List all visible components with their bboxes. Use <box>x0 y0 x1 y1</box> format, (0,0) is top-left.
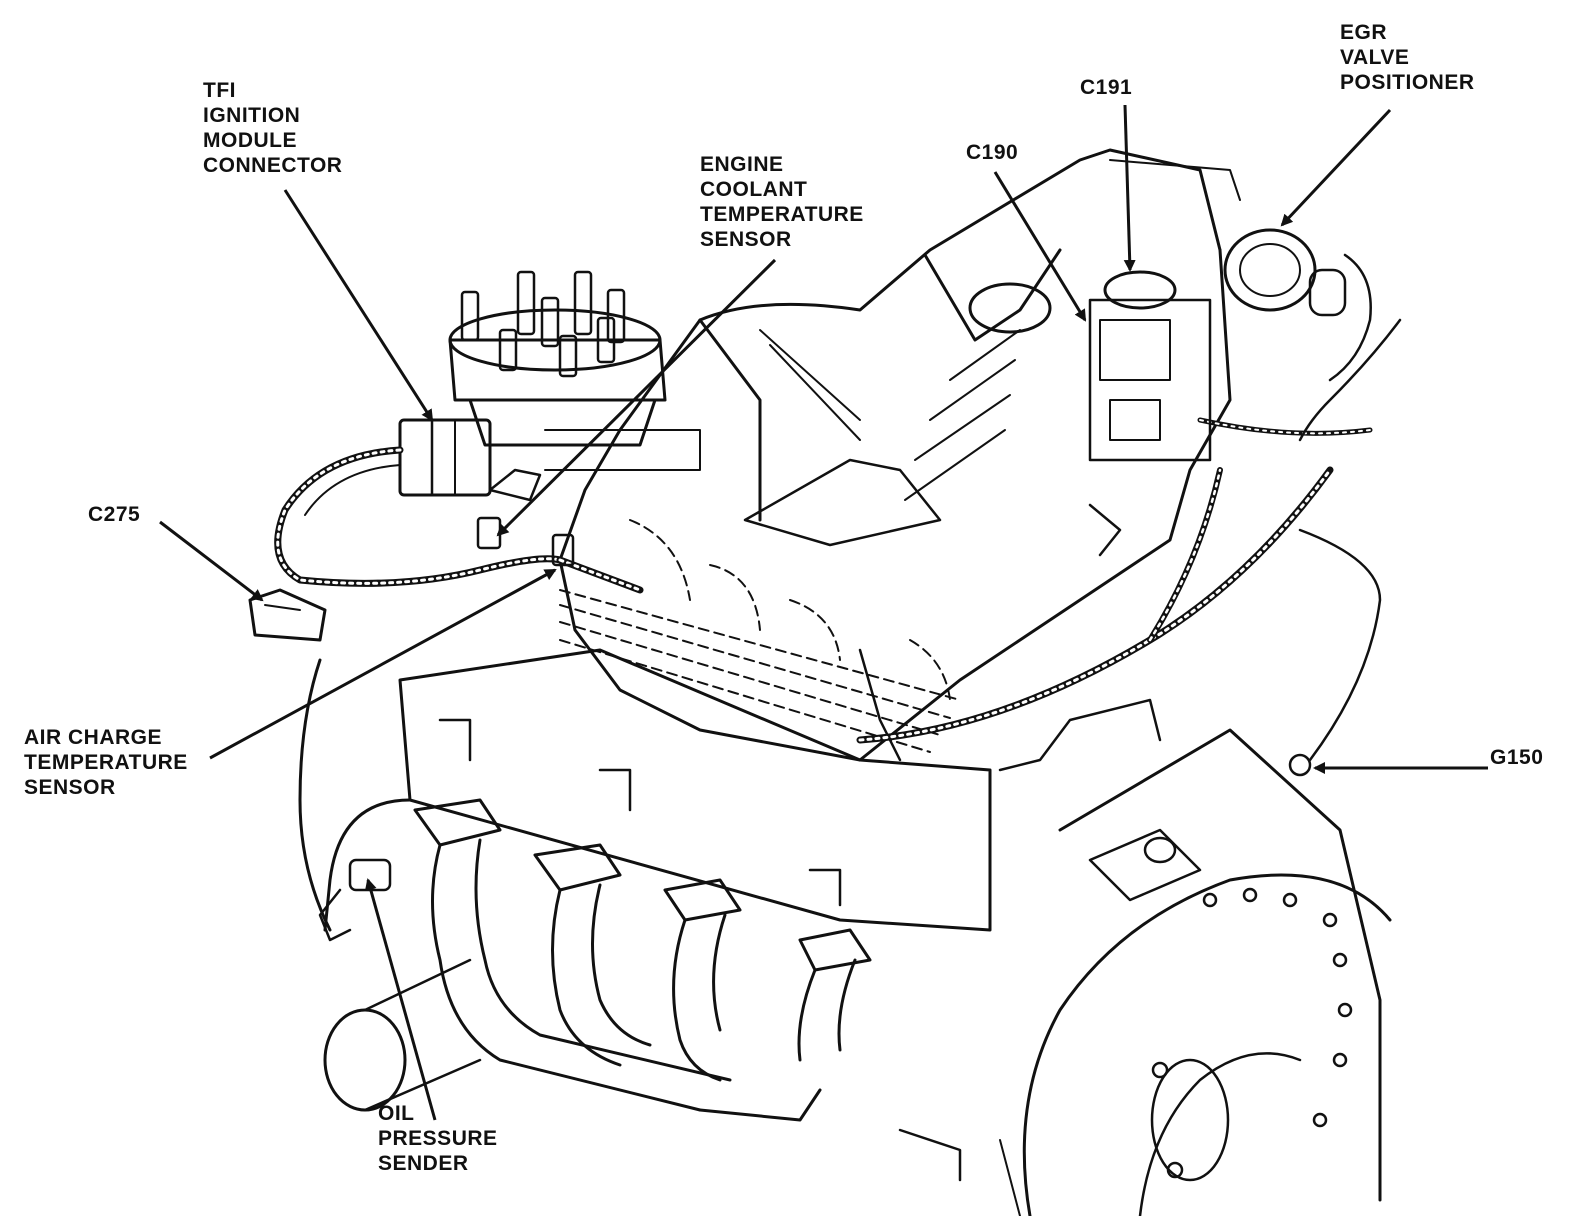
act-leader-arrow <box>209 568 557 760</box>
wiring-harness <box>248 417 1382 762</box>
engine-coolant-temperature-sensor-label: ENGINE COOLANT TEMPERATURE SENSOR <box>700 153 864 251</box>
g150-label: G150 <box>1490 746 1544 769</box>
exhaust-manifold <box>413 798 872 1122</box>
leader-arrows <box>159 104 1488 1121</box>
c191-leader-arrow <box>1123 104 1136 272</box>
valve-cover <box>398 648 1162 932</box>
egr-leader-arrow <box>1280 108 1392 227</box>
tfi-ignition-module-connector-label: TFI IGNITION MODULE CONNECTOR <box>203 79 343 177</box>
oil-pressure-sender-label: OIL PRESSURE SENDER <box>378 1102 498 1175</box>
c191-label: C191 <box>1080 76 1133 99</box>
c275-leader-arrow <box>159 520 264 602</box>
distributor <box>448 270 701 471</box>
throttle-body-area <box>1088 159 1402 462</box>
tfi-leader-arrow <box>283 189 434 422</box>
upper-intake-plenum <box>558 148 1232 762</box>
sensor-bodies <box>476 468 575 567</box>
c190-leader-arrow <box>993 171 1087 322</box>
engine-block-side <box>298 658 482 1112</box>
tfi-connector-drawing <box>398 418 492 497</box>
c275-label: C275 <box>88 503 141 526</box>
ect-leader-arrow <box>496 258 777 537</box>
oil-sender-leader-arrow <box>364 878 437 1121</box>
flywheel <box>898 728 1392 1216</box>
air-charge-temperature-sensor-label: AIR CHARGE TEMPERATURE SENSOR <box>24 726 188 799</box>
c190-label: C190 <box>966 141 1019 164</box>
egr-valve-positioner-label: EGR VALVE POSITIONER <box>1340 21 1475 94</box>
